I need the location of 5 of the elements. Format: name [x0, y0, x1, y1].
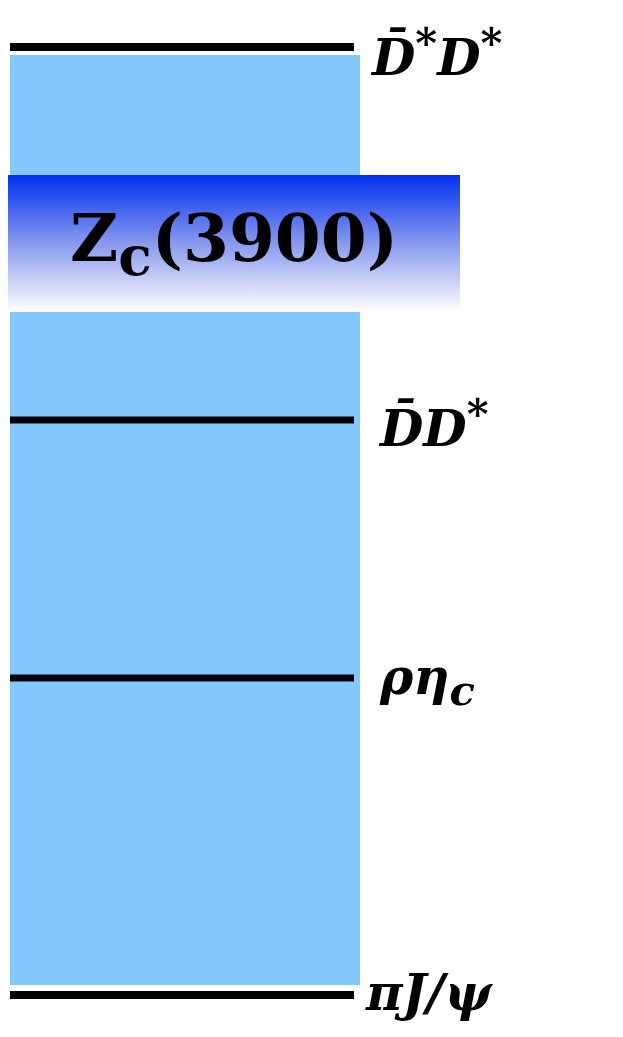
level-label: D̄D$^{*}$ [380, 393, 489, 454]
resonance-label: Z$_{c}$(3900) [70, 198, 398, 289]
resonance-box [8, 175, 460, 312]
level-label: ρη$_{c}$ [380, 652, 475, 712]
level-label: D̄$^{*}$D$^{*}$ [372, 22, 503, 83]
